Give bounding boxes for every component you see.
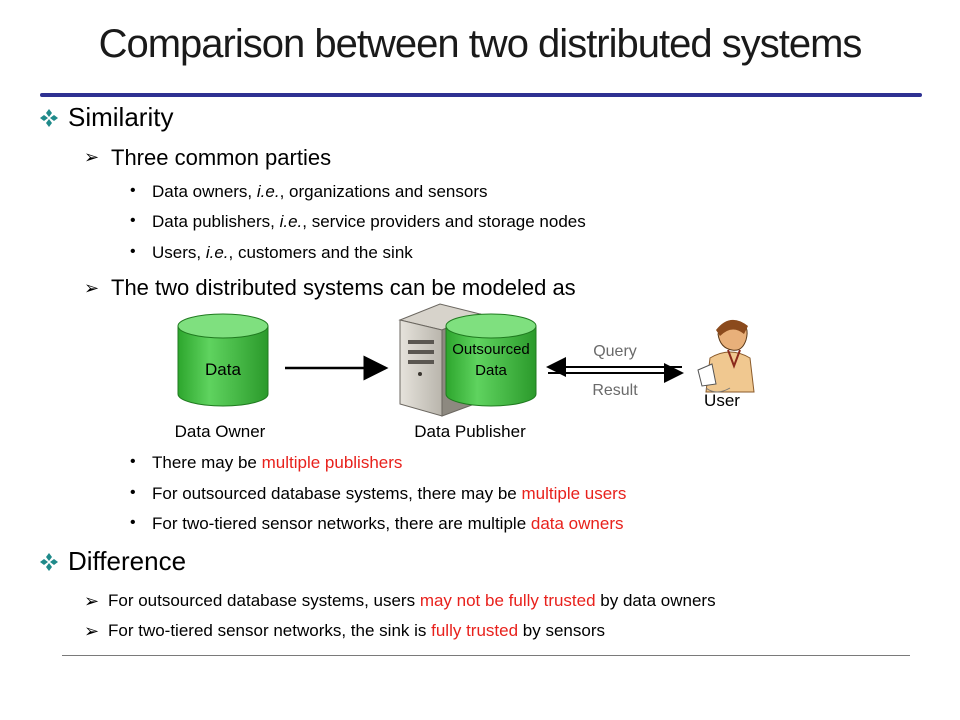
query-label: Query bbox=[593, 343, 637, 360]
difference-item: For two-tiered sensor networks, the sink… bbox=[108, 621, 605, 640]
dot-bullet-icon: • bbox=[130, 243, 136, 260]
dot-bullet-icon: • bbox=[130, 182, 136, 199]
publisher-database-icon bbox=[445, 313, 537, 407]
slide-title: Comparison between two distributed syste… bbox=[98, 22, 863, 66]
dot-bullet-icon: • bbox=[130, 484, 136, 501]
similarity-heading: Similarity bbox=[68, 102, 174, 132]
dot-bullet-icon: • bbox=[130, 212, 136, 229]
model-note: For two-tiered sensor networks, there ar… bbox=[152, 514, 624, 533]
footer-divider bbox=[62, 655, 910, 656]
user-person-icon bbox=[697, 319, 755, 393]
dot-bullet-icon: • bbox=[130, 453, 136, 470]
publisher-db-label-2: Data bbox=[475, 362, 507, 379]
title-underline bbox=[40, 93, 922, 97]
parties-heading: Three common parties bbox=[111, 145, 332, 170]
system-model-diagram: Data Outsourced Data Query Result bbox=[150, 300, 780, 451]
user-caption: User bbox=[704, 391, 740, 410]
publisher-caption: Data Publisher bbox=[414, 422, 526, 441]
result-label: Result bbox=[592, 382, 638, 399]
arrow-bullet-icon: ➢ bbox=[84, 591, 100, 611]
owner-db-label: Data bbox=[205, 360, 241, 379]
diamond-bullet-icon bbox=[40, 553, 58, 571]
model-note: For outsourced database systems, there m… bbox=[152, 484, 627, 503]
difference-item: For outsourced database systems, users m… bbox=[108, 591, 716, 610]
arrow-bullet-icon: ➢ bbox=[84, 278, 100, 298]
difference-heading: Difference bbox=[68, 546, 187, 576]
party-item: Data owners, i.e., organizations and sen… bbox=[152, 182, 488, 201]
dot-bullet-icon: • bbox=[130, 514, 136, 531]
publisher-db-label-1: Outsourced bbox=[452, 341, 530, 358]
diamond-bullet-icon bbox=[40, 109, 58, 127]
party-item: Data publishers, i.e., service providers… bbox=[152, 212, 586, 231]
arrow-bullet-icon: ➢ bbox=[84, 147, 100, 167]
arrow-bullet-icon: ➢ bbox=[84, 621, 100, 641]
party-item: Users, i.e., customers and the sink bbox=[152, 243, 413, 262]
model-heading: The two distributed systems can be model… bbox=[111, 275, 576, 300]
system-model-svg: Data Outsourced Data Query Result bbox=[175, 303, 755, 441]
owner-caption: Data Owner bbox=[175, 422, 266, 441]
model-note: There may be multiple publishers bbox=[152, 453, 403, 472]
data-owner-database-icon bbox=[177, 313, 269, 407]
